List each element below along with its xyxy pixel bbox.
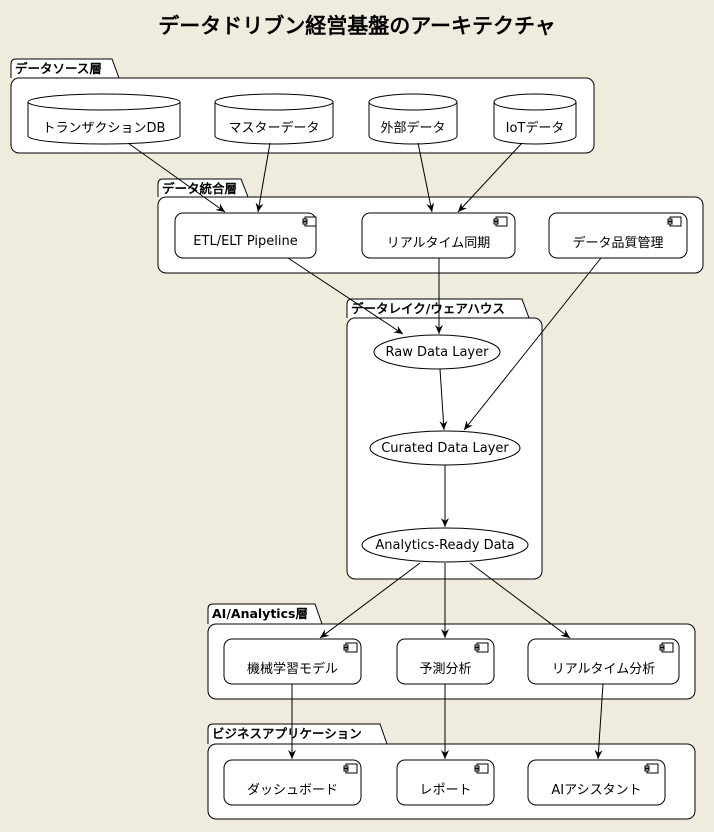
- arrow-external-to-sync: [417, 142, 435, 213]
- component-report: レポート: [419, 782, 472, 798]
- ellipse-raw: [373, 334, 501, 370]
- component-dashboard: ダッシュボード: [246, 782, 338, 798]
- arrow-iot-to-sync: [457, 142, 523, 213]
- component-realtime-sync: リアルタイム同期: [386, 235, 491, 251]
- db-external-data: 外部データ: [380, 120, 446, 136]
- arrow-raw-to-curated: [439, 368, 448, 431]
- database-shape-transaction-db: [27, 93, 181, 145]
- component-realtime-analysis: リアルタイム分析: [551, 661, 656, 677]
- package-label-datasource: データソース層: [15, 61, 102, 76]
- component-icon: [493, 216, 508, 227]
- arrow-analytics-to-realtime: [469, 562, 571, 639]
- database-shape-external-data: [368, 93, 458, 145]
- package-label-analytics: AI/Analytics層: [212, 606, 308, 621]
- component-icon: [474, 642, 489, 653]
- storage-curated: Curated Data Layer: [381, 440, 509, 456]
- component-icon: [667, 216, 682, 227]
- db-iot-data: IoTデータ: [505, 120, 565, 136]
- component-box-quality: [548, 212, 688, 259]
- component-etl: ETL/ELT Pipeline: [193, 233, 298, 249]
- package-label-integration: データ統合層: [162, 181, 238, 196]
- db-master-data: マスターデータ: [228, 120, 320, 136]
- component-box-etl: [174, 212, 317, 259]
- component-prediction: 予測分析: [419, 661, 472, 677]
- component-box-realtime-analysis: [527, 638, 680, 685]
- component-ai-assistant: AIアシスタント: [551, 782, 642, 798]
- component-quality: データ品質管理: [572, 235, 664, 251]
- component-ml-model: 機械学習モデル: [246, 661, 338, 677]
- component-box-dashboard: [223, 759, 362, 806]
- arrow-master-to-etl: [255, 142, 271, 213]
- arrow-quality-to-curated: [463, 257, 602, 431]
- component-icon: [659, 642, 674, 653]
- component-icon: [644, 763, 659, 774]
- storage-raw: Raw Data Layer: [385, 344, 489, 360]
- db-transaction-db: トランザクションDB: [42, 120, 166, 136]
- package-label-business: ビジネスアプリケーション: [212, 726, 362, 741]
- database-shape-iot-data: [493, 93, 577, 145]
- arrow-analytics-to-ml: [319, 562, 421, 639]
- component-icon: [343, 642, 358, 653]
- arrow-realtime-to-ai: [594, 683, 604, 760]
- arrow-transaction-to-etl: [127, 142, 226, 213]
- component-box-ai-assistant: [527, 759, 666, 806]
- ellipse-analytics-ready: [361, 527, 529, 563]
- component-box-report: [396, 759, 495, 806]
- component-icon: [343, 763, 358, 774]
- page-title: データドリブン経営基盤のアーキテクチャ: [158, 14, 556, 38]
- component-icon: [474, 763, 489, 774]
- package-label-lake: データレイク/ウェアハウス: [351, 301, 505, 316]
- storage-analytics-ready: Analytics-Ready Data: [375, 537, 515, 553]
- component-icon: [302, 216, 317, 227]
- arrow-etl-to-raw: [287, 257, 404, 335]
- database-shape-master-data: [214, 93, 334, 145]
